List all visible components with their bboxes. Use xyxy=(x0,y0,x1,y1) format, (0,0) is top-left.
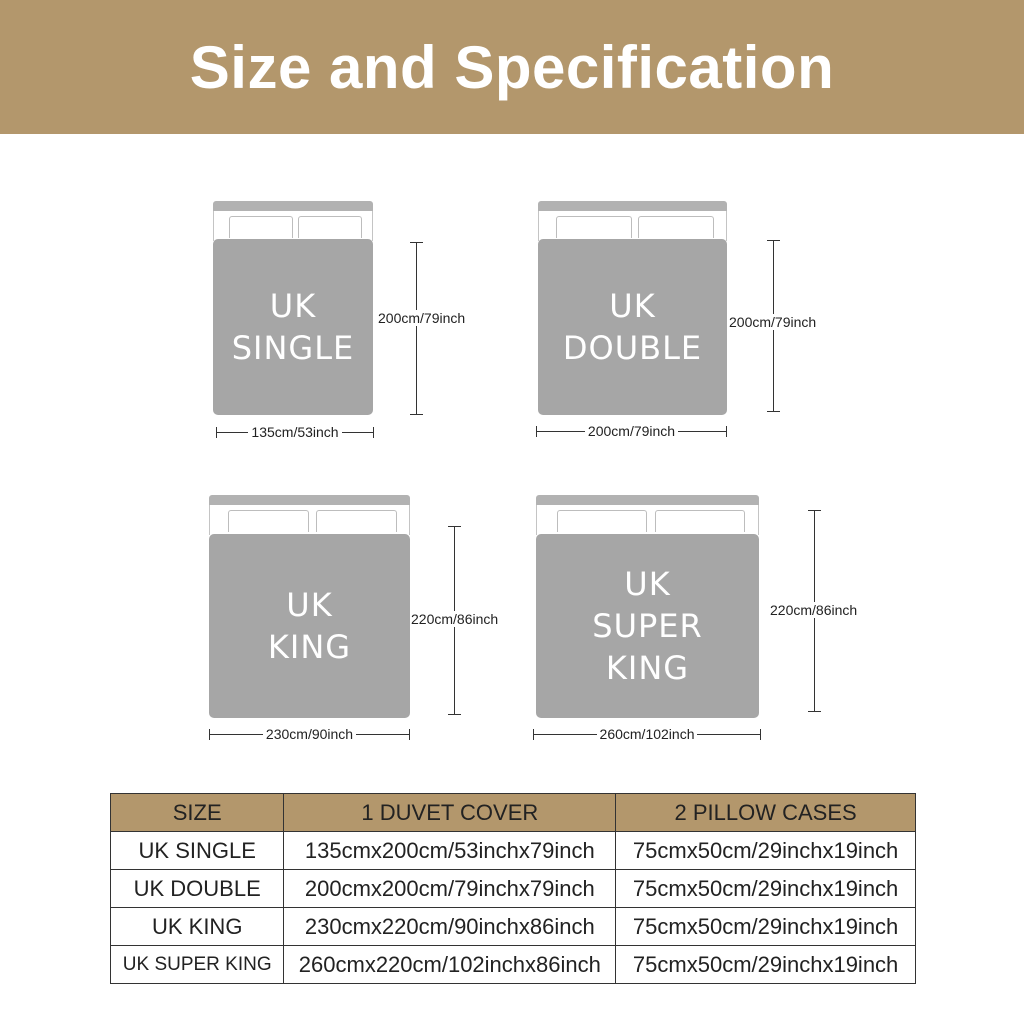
bed-uk-super-king: UK SUPER KING xyxy=(536,495,759,718)
header-duvet-cover: 1 DUVET COVER xyxy=(283,793,617,832)
bed-uk-single: UK SINGLE xyxy=(213,201,373,415)
header-size: SIZE xyxy=(109,793,285,832)
width-dimension: 200cm/79inch xyxy=(536,423,728,439)
spec-table: SIZE 1 DUVET COVER 2 PILLOW CASES UK SIN… xyxy=(109,793,916,984)
bed-label-line2: KING xyxy=(267,628,352,666)
pillow xyxy=(229,216,293,238)
cell-pillow: 75cmx50cm/29inchx19inch xyxy=(615,907,916,946)
width-dimension-label: 200cm/79inch xyxy=(587,423,676,439)
headboard xyxy=(538,201,727,211)
duvet: UK DOUBLE xyxy=(538,239,727,415)
bed-label-line2: DOUBLE xyxy=(562,329,703,367)
pillow xyxy=(557,510,647,532)
cell-duvet: 200cmx200cm/79inchx79inch xyxy=(283,869,617,908)
headboard xyxy=(209,495,410,505)
table-row: UK DOUBLE 200cmx200cm/79inchx79inch 75cm… xyxy=(109,869,916,908)
bed-uk-double: UK DOUBLE xyxy=(538,201,727,415)
cell-size: UK DOUBLE xyxy=(109,869,285,908)
bed-label-line2: SINGLE xyxy=(231,329,355,367)
cell-size: UK KING xyxy=(109,907,285,946)
table-row: UK SINGLE 135cmx200cm/53inchx79inch 75cm… xyxy=(109,831,916,870)
height-dimension-line xyxy=(410,242,423,415)
cell-size: UK SINGLE xyxy=(109,831,285,870)
page-title: Size and Specification xyxy=(189,33,835,101)
header-pillow-cases: 2 PILLOW CASES xyxy=(615,793,916,832)
table-row: UK SUPER KING 260cmx220cm/102inchx86inch… xyxy=(109,945,916,984)
pillow xyxy=(298,216,362,238)
height-dimension-label: 200cm/79inch xyxy=(378,310,466,326)
headboard xyxy=(213,201,373,211)
bed-label-line3: KING xyxy=(605,649,690,687)
width-dimension-label: 135cm/53inch xyxy=(251,424,339,440)
pillow xyxy=(556,216,632,238)
height-dimension-label: 220cm/86inch xyxy=(411,611,499,627)
width-dimension: 135cm/53inch xyxy=(216,424,375,440)
height-dimension-label: 220cm/86inch xyxy=(770,602,858,618)
pillow xyxy=(638,216,714,238)
duvet: UK SINGLE xyxy=(213,239,373,415)
duvet: UK SUPER KING xyxy=(536,534,759,718)
height-dimension-label: 200cm/79inch xyxy=(729,314,817,330)
bed-label-line1: UK xyxy=(624,565,671,603)
bed-label-line1: UK xyxy=(286,586,333,624)
bed-label-line1: UK xyxy=(269,287,317,325)
width-dimension-label: 230cm/90inch xyxy=(265,726,354,742)
cell-duvet: 135cmx200cm/53inchx79inch xyxy=(283,831,617,870)
cell-pillow: 75cmx50cm/29inchx19inch xyxy=(615,869,916,908)
cell-pillow: 75cmx50cm/29inchx19inch xyxy=(615,945,916,984)
bed-label-line2: SUPER xyxy=(592,607,703,645)
bed-label-line1: UK xyxy=(609,287,656,325)
width-dimension-label: 260cm/102inch xyxy=(599,726,695,742)
headboard xyxy=(536,495,759,505)
bed-uk-king: UK KING xyxy=(209,495,410,718)
cell-duvet: 230cmx220cm/90inchx86inch xyxy=(283,907,617,946)
cell-pillow: 75cmx50cm/29inchx19inch xyxy=(615,831,916,870)
duvet: UK KING xyxy=(209,534,410,718)
pillow xyxy=(316,510,397,532)
table-header-row: SIZE 1 DUVET COVER 2 PILLOW CASES xyxy=(109,793,916,832)
cell-duvet: 260cmx220cm/102inchx86inch xyxy=(283,945,617,984)
pillow xyxy=(655,510,745,532)
pillow xyxy=(228,510,309,532)
width-dimension: 230cm/90inch xyxy=(209,726,411,742)
table-row: UK KING 230cmx220cm/90inchx86inch 75cmx5… xyxy=(109,907,916,946)
header-banner: Size and Specification xyxy=(0,0,1024,134)
width-dimension: 260cm/102inch xyxy=(533,726,762,742)
cell-size: UK SUPER KING xyxy=(109,945,285,984)
